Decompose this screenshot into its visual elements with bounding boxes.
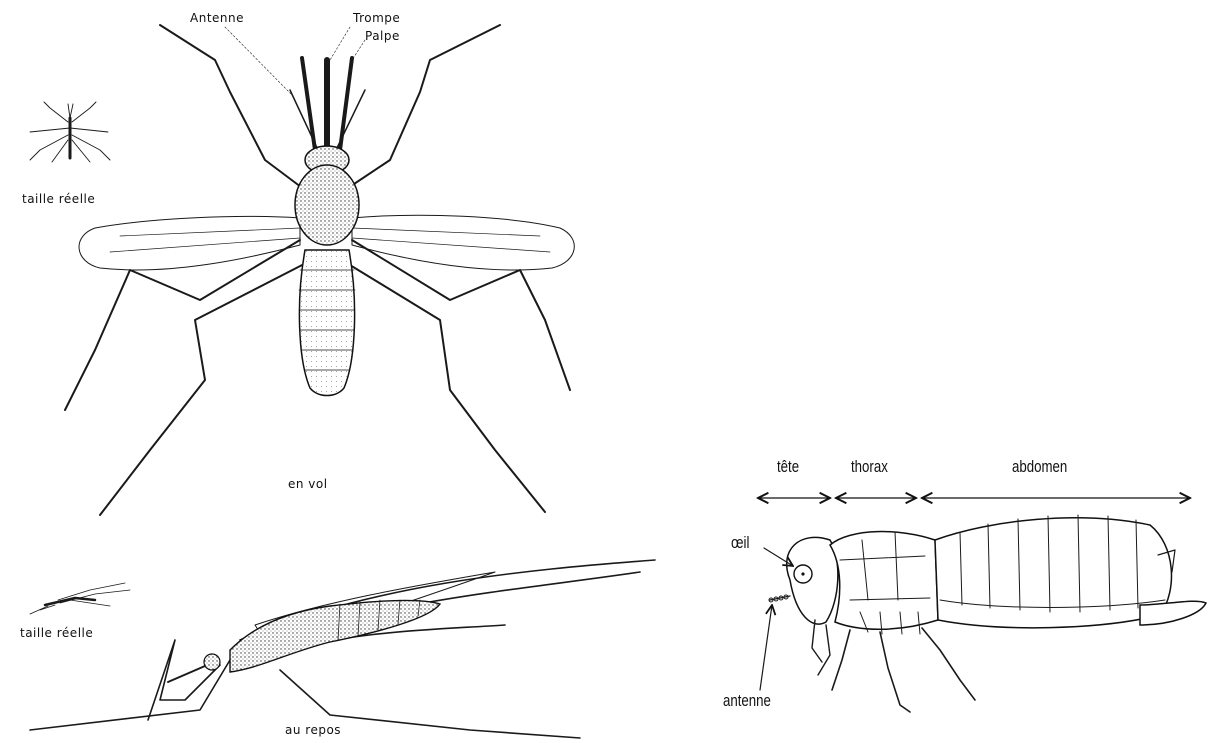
label-abdomen: abdomen bbox=[1012, 458, 1067, 475]
right-wing bbox=[352, 215, 574, 270]
label-trompe: Trompe bbox=[353, 12, 400, 24]
label-palpe: Palpe bbox=[365, 30, 400, 42]
abdomen bbox=[299, 250, 354, 396]
thorax bbox=[295, 165, 359, 245]
caption-real-size-rest: taille réelle bbox=[20, 627, 93, 639]
label-thorax: thorax bbox=[851, 458, 888, 475]
larva-drawing bbox=[758, 498, 1206, 712]
caption-au-repos: au repos bbox=[285, 724, 341, 736]
caption-real-size-flight: taille réelle bbox=[22, 193, 95, 205]
label-antenne-larva: antenne bbox=[723, 692, 771, 709]
label-tete: tête bbox=[777, 458, 799, 475]
label-oeil: œil bbox=[731, 534, 749, 551]
mosquito-rest-drawing bbox=[30, 560, 655, 738]
mosquito-flight-drawing bbox=[65, 25, 574, 515]
caption-en-vol: en vol bbox=[288, 478, 328, 490]
label-antenne: Antenne bbox=[190, 12, 244, 24]
mosquito-rest-real-size bbox=[30, 583, 130, 614]
left-wing bbox=[79, 216, 300, 270]
mosquito-flight-real-size bbox=[30, 102, 110, 162]
